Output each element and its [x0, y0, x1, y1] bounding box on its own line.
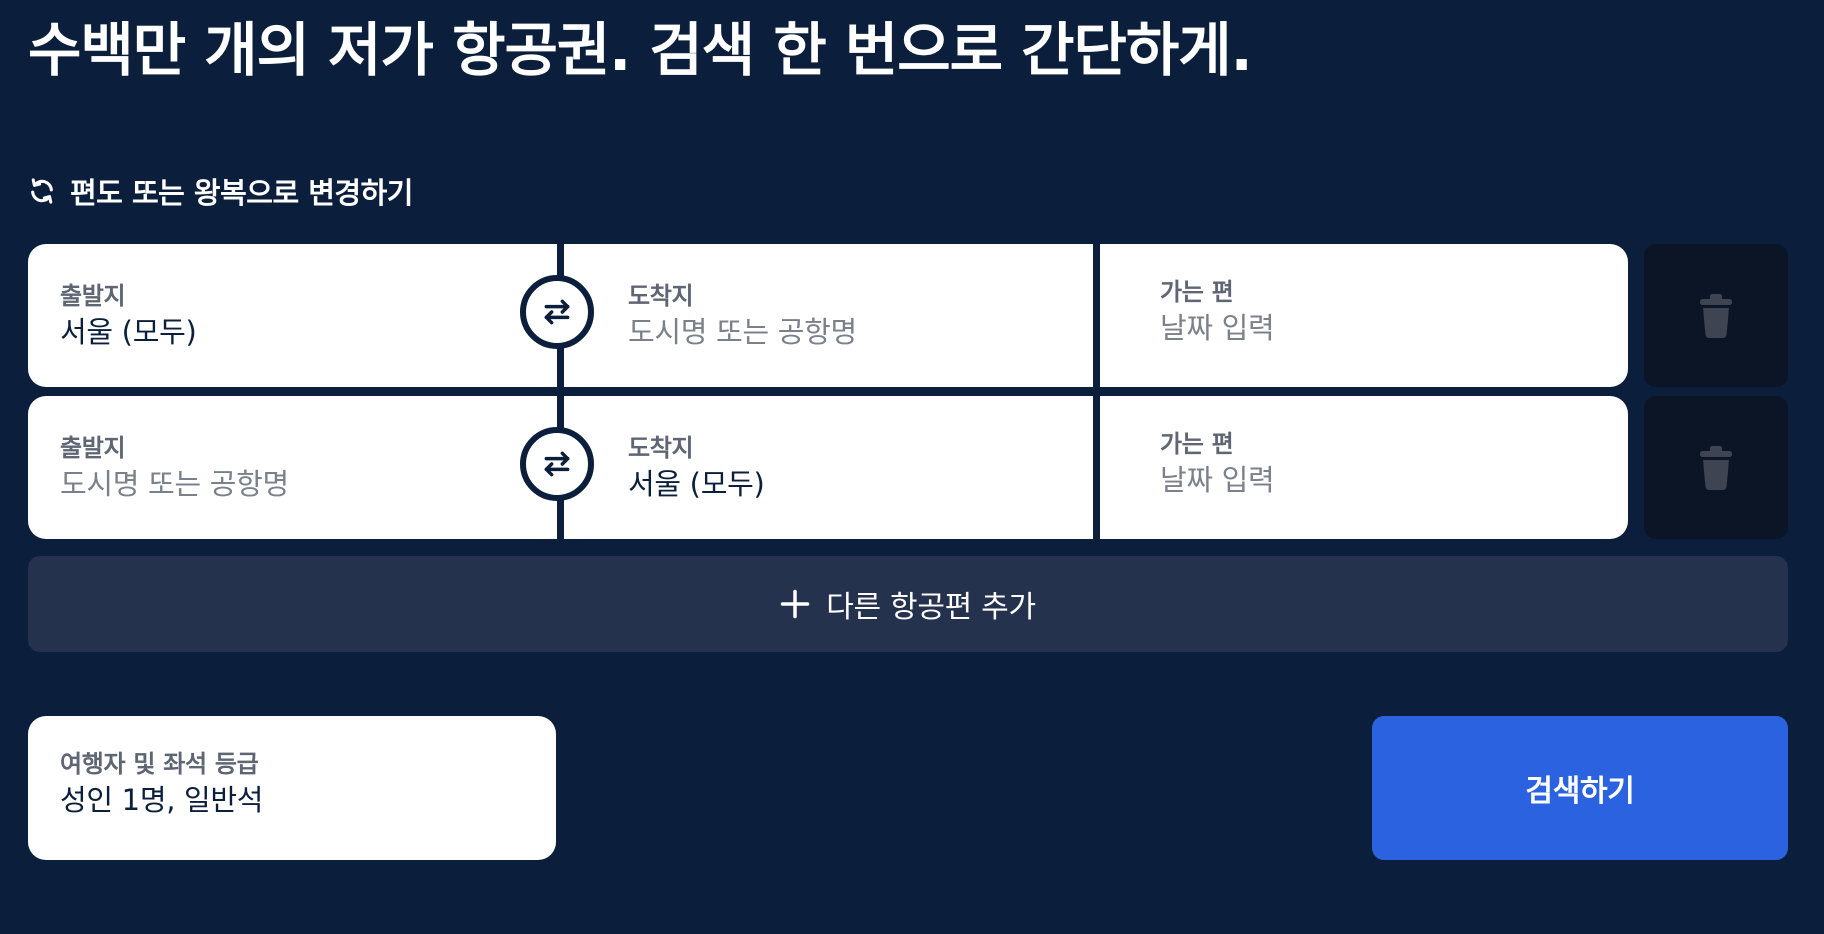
departure-date-label: 가는 편: [1160, 278, 1234, 306]
departure-date-field[interactable]: 가는 편 날짜 입력: [1100, 244, 1628, 387]
departure-date-placeholder: 날짜 입력: [1160, 311, 1275, 345]
swap-arrows-icon: [544, 299, 570, 325]
trip-type-toggle[interactable]: 편도 또는 왕복으로 변경하기: [28, 170, 413, 212]
destination-label: 도착지: [628, 282, 694, 310]
travelers-cabin-label: 여행자 및 좌석 등급: [60, 750, 259, 778]
origin-field[interactable]: 출발지 도시명 또는 공항명: [28, 396, 558, 539]
origin-value: 서울 (모두): [60, 315, 197, 349]
travelers-cabin-field[interactable]: 여행자 및 좌석 등급 성인 1명, 일반석: [28, 716, 556, 860]
destination-field[interactable]: 도착지 도시명 또는 공항명: [564, 244, 1094, 387]
swap-arrows-icon: [544, 451, 570, 477]
refresh-icon: [28, 177, 56, 205]
destination-label: 도착지: [628, 434, 694, 462]
origin-label: 출발지: [60, 434, 126, 462]
origin-field[interactable]: 출발지 서울 (모두): [28, 244, 558, 387]
origin-label: 출발지: [60, 282, 126, 310]
departure-date-field[interactable]: 가는 편 날짜 입력: [1100, 396, 1628, 539]
destination-placeholder: 도시명 또는 공항명: [628, 315, 857, 349]
field-divider: [1093, 396, 1100, 539]
flight-leg-1: 출발지 서울 (모두) 도착지 도시명 또는 공항명 가는 편 날짜 입력: [28, 244, 1628, 387]
plus-icon: [780, 589, 810, 619]
delete-leg-button[interactable]: [1644, 244, 1788, 387]
destination-value: 서울 (모두): [628, 467, 765, 501]
search-button[interactable]: 검색하기: [1372, 716, 1788, 860]
trip-type-toggle-label: 편도 또는 왕복으로 변경하기: [70, 176, 413, 210]
destination-field[interactable]: 도착지 서울 (모두): [564, 396, 1094, 539]
travelers-cabin-value: 성인 1명, 일반석: [60, 783, 264, 817]
delete-leg-button[interactable]: [1644, 396, 1788, 539]
flight-leg-2: 출발지 도시명 또는 공항명 도착지 서울 (모두) 가는 편 날짜 입력: [28, 396, 1628, 539]
page-headline: 수백만 개의 저가 항공권. 검색 한 번으로 간단하게.: [28, 16, 1253, 84]
trash-icon: [1700, 293, 1732, 338]
swap-locations-button[interactable]: [520, 275, 594, 349]
trash-icon: [1700, 445, 1732, 490]
add-flight-label: 다른 항공편 추가: [826, 590, 1036, 625]
departure-date-placeholder: 날짜 입력: [1160, 463, 1275, 497]
departure-date-label: 가는 편: [1160, 430, 1234, 458]
origin-placeholder: 도시명 또는 공항명: [60, 467, 289, 501]
swap-locations-button[interactable]: [520, 427, 594, 501]
field-divider: [1093, 244, 1100, 387]
add-flight-button[interactable]: 다른 항공편 추가: [28, 556, 1788, 652]
